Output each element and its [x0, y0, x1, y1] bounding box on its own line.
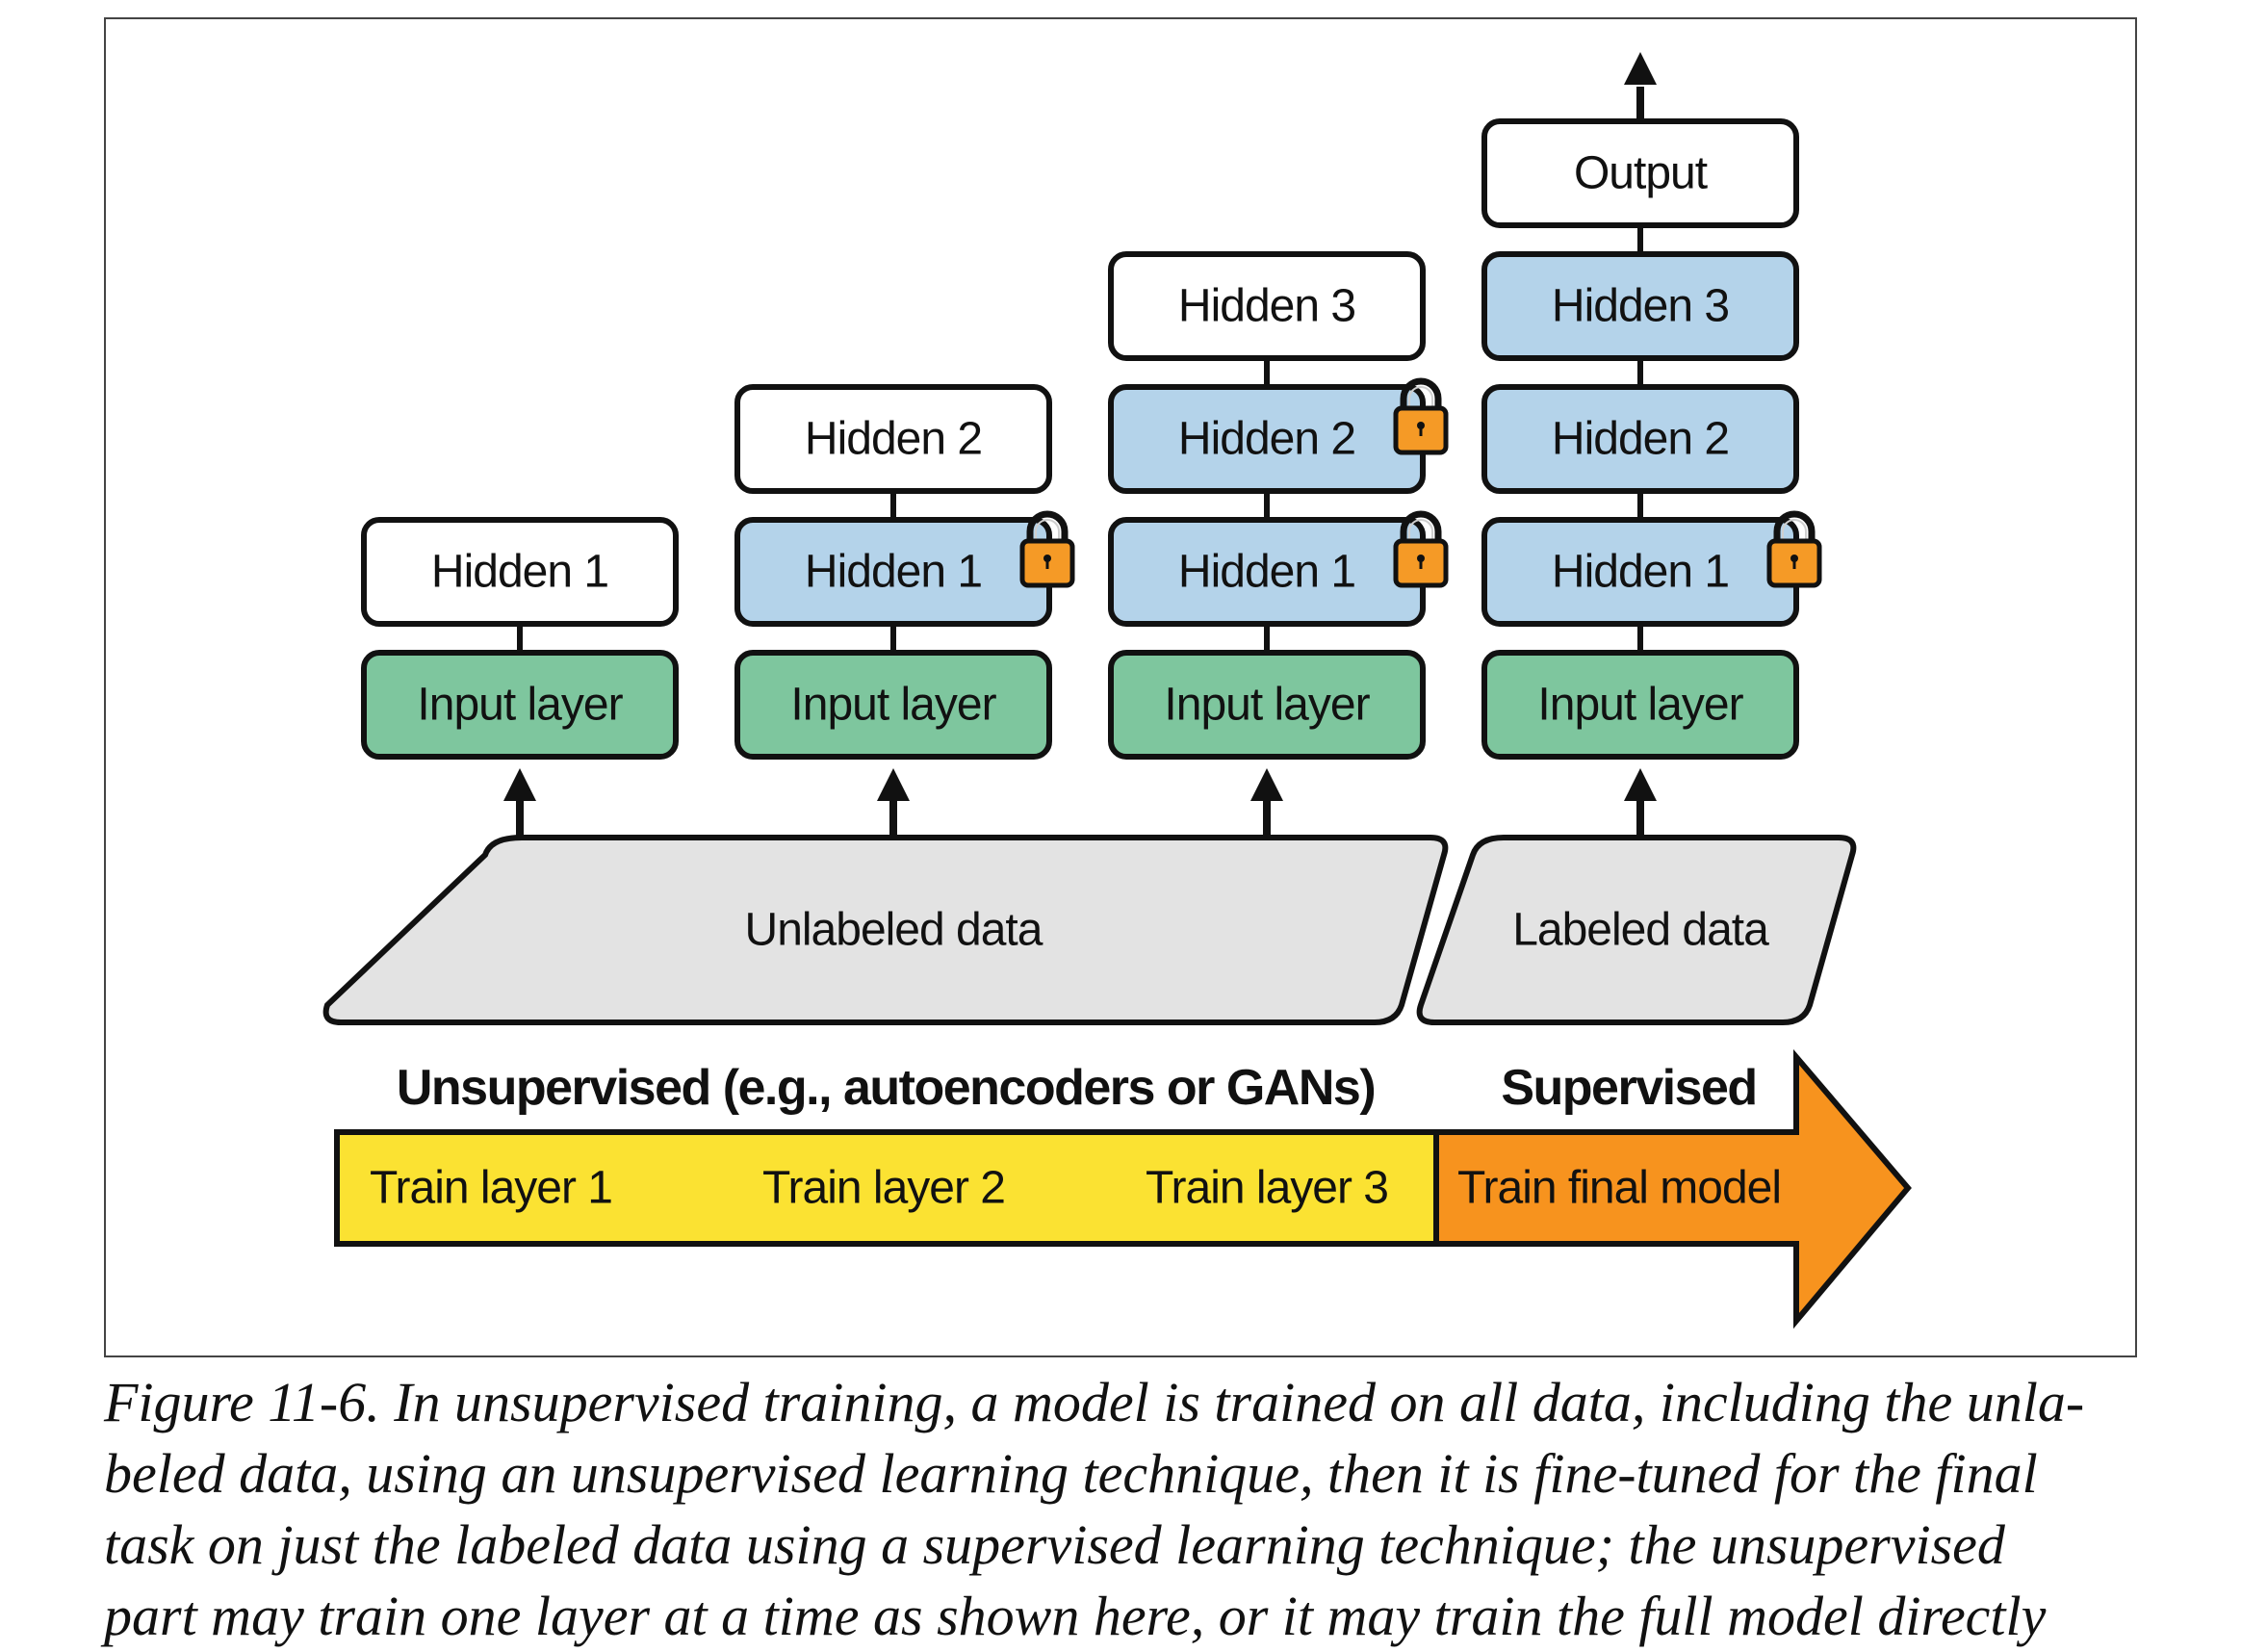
- lock-shackle: [1400, 510, 1442, 541]
- caption-line: task on just the labeled data using a su…: [104, 1513, 2005, 1576]
- data-arrow-head: [1250, 768, 1283, 801]
- train-step-label: Train layer 3: [1146, 1163, 1388, 1214]
- caption-line: beled data, using an unsupervised learni…: [104, 1442, 2038, 1505]
- lock-keyhole-slot: [1419, 426, 1423, 436]
- unsupervised-phase-label: Unsupervised (e.g., autoencoders or GANs…: [397, 1060, 1375, 1116]
- layer-label: Hidden 1: [1178, 547, 1355, 598]
- labeled-data-block: [1416, 835, 1857, 1025]
- caption-line: part may train one layer at a time as sh…: [104, 1585, 2047, 1647]
- lock-shackle: [1026, 510, 1069, 541]
- lock-icon: [1019, 510, 1075, 588]
- data-arrow-head: [1624, 768, 1657, 801]
- layer-box: [1481, 251, 1799, 361]
- layer-label: Hidden 2: [1178, 414, 1355, 465]
- input-layer-label: Input layer: [417, 680, 623, 731]
- lock-shackle: [1400, 377, 1442, 408]
- input-layer-box: [734, 650, 1052, 760]
- unlabeled-data-block: [322, 835, 1449, 1025]
- caption-line: Figure 11-6. In unsupervised training, a…: [104, 1371, 2085, 1433]
- lock-keyhole-slot: [1045, 558, 1049, 569]
- data-arrow-head: [503, 768, 536, 801]
- lock-keyhole-slot: [1419, 558, 1423, 569]
- lock-icon: [1393, 377, 1449, 455]
- layer-label: Hidden 1: [1552, 547, 1729, 598]
- layer-label: Hidden 1: [805, 547, 982, 598]
- unsupervised-bar: [334, 1129, 1439, 1247]
- lock-shackle-highlight: [1782, 519, 1807, 541]
- lock-icon: [1393, 510, 1449, 588]
- input-layer-label: Input layer: [1537, 680, 1743, 731]
- lock-keyhole-slot: [1792, 558, 1796, 569]
- layer-label: Hidden 1: [431, 547, 608, 598]
- lock-icon: [1766, 510, 1822, 588]
- supervised-phase-label: Supervised: [1501, 1060, 1756, 1116]
- layer-box: [734, 384, 1052, 494]
- lock-shackle: [1773, 510, 1816, 541]
- data-arrow-head: [877, 768, 910, 801]
- layer-label: Hidden 3: [1178, 281, 1355, 332]
- supervised-arrow: [1433, 1048, 1912, 1329]
- layer-box: [361, 517, 679, 627]
- output-arrow-head: [1624, 52, 1657, 85]
- train-step-label: Train layer 2: [762, 1163, 1005, 1214]
- input-layer-label: Input layer: [1164, 680, 1370, 731]
- lock-shackle-highlight: [1408, 386, 1433, 408]
- training-diagram: Input layer Hidden 1 Input layer Hidden 1 Hi…: [322, 52, 1912, 1329]
- train-final-label: Train final model: [1457, 1163, 1781, 1214]
- lock-shackle-highlight: [1035, 519, 1060, 541]
- labeled-data-label: Labeled data: [1512, 905, 1769, 956]
- layer-label: Hidden 3: [1552, 281, 1729, 332]
- input-layer-box: [1108, 650, 1426, 760]
- layer-label: Hidden 2: [1552, 414, 1729, 465]
- lock-shackle-highlight: [1408, 519, 1433, 541]
- input-layer-label: Input layer: [790, 680, 996, 731]
- train-step-label: Train layer 1: [370, 1163, 612, 1214]
- unlabeled-data-label: Unlabeled data: [745, 905, 1043, 956]
- input-layer-box: [1481, 650, 1799, 760]
- layer-label: Output: [1574, 148, 1708, 199]
- figure-caption: Figure 11-6. In unsupervised training, a…: [104, 1367, 2154, 1652]
- layer-box: [1108, 251, 1426, 361]
- figure-frame: Input layer Hidden 1 Input layer Hidden 1 Hi…: [104, 17, 2137, 1357]
- layer-label: Hidden 2: [805, 414, 982, 465]
- input-layer-box: [361, 650, 679, 760]
- layer-box: [1481, 384, 1799, 494]
